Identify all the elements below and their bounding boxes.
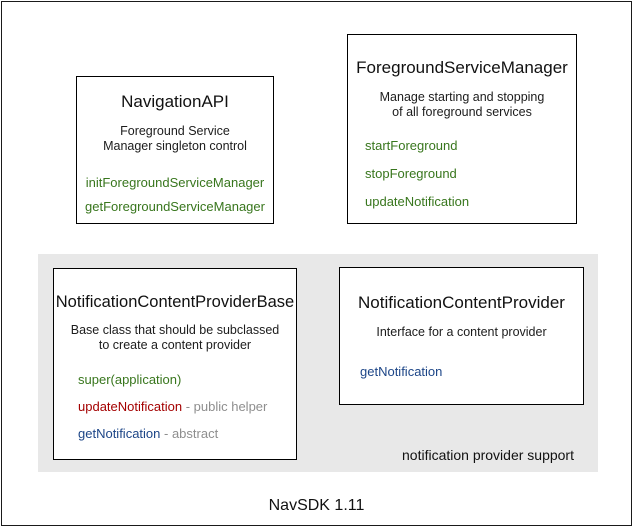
notification-content-provider-base-methods: super(application) updateNotification - … — [54, 372, 296, 441]
method-annotation: - abstract — [164, 426, 219, 441]
notification-content-provider-title: NotificationContentProvider — [358, 293, 565, 312]
description-line: of all foreground services — [392, 105, 532, 119]
class-box-notification-content-provider: NotificationContentProvider Interface fo… — [339, 267, 584, 405]
navigation-api-title: NavigationAPI — [121, 92, 229, 111]
class-box-navigation-api: NavigationAPI Foreground Service Manager… — [76, 76, 274, 224]
method-start-foreground: startForeground — [365, 138, 458, 153]
group-label: notification provider support — [402, 447, 574, 463]
notification-content-provider-base-description: Base class that should be subclassed to … — [54, 323, 296, 353]
method-get-foreground-service-manager: getForegroundServiceManager — [85, 199, 265, 214]
foreground-service-manager-title: ForegroundServiceManager — [356, 58, 568, 77]
navigation-api-methods: initForegroundServiceManager getForegrou… — [77, 175, 273, 214]
description-line: Manage starting and stopping — [379, 90, 545, 104]
class-box-notification-content-provider-base: NotificationContentProviderBase Base cla… — [53, 268, 297, 460]
method-super-application: super(application) — [78, 372, 296, 387]
method-init-foreground-service-manager: initForegroundServiceManager — [85, 175, 265, 190]
description-line: Interface for a content provider — [376, 325, 547, 339]
notification-content-provider-methods: getNotification — [340, 364, 583, 379]
method-name: getNotification — [78, 426, 161, 441]
notification-content-provider-base-title: NotificationContentProviderBase — [55, 293, 295, 311]
method-get-notification-abstract: getNotification - abstract — [78, 426, 296, 441]
method-stop-foreground: stopForeground — [365, 166, 457, 181]
notification-content-provider-description: Interface for a content provider — [340, 325, 583, 340]
navigation-api-description: Foreground Service Manager singleton con… — [77, 124, 273, 154]
description-line: to create a content provider — [98, 338, 252, 352]
sdk-version-label: NavSDK 1.11 — [268, 497, 365, 514]
method-name: updateNotification — [78, 399, 183, 414]
foreground-service-manager-methods: startForeground stopForeground updateNot… — [348, 138, 576, 209]
description-line: Manager singleton control — [103, 139, 247, 153]
method-annotation: - public helper — [185, 399, 268, 414]
foreground-service-manager-description: Manage starting and stopping of all fore… — [348, 90, 576, 120]
description-line: Base class that should be subclassed — [70, 323, 280, 337]
method-get-notification: getNotification — [360, 364, 443, 379]
class-box-foreground-service-manager: ForegroundServiceManager Manage starting… — [347, 34, 577, 224]
method-update-notification-helper: updateNotification - public helper — [78, 399, 296, 414]
method-name: super(application) — [78, 372, 182, 387]
description-line: Foreground Service — [120, 124, 230, 138]
method-update-notification: updateNotification — [365, 194, 470, 209]
